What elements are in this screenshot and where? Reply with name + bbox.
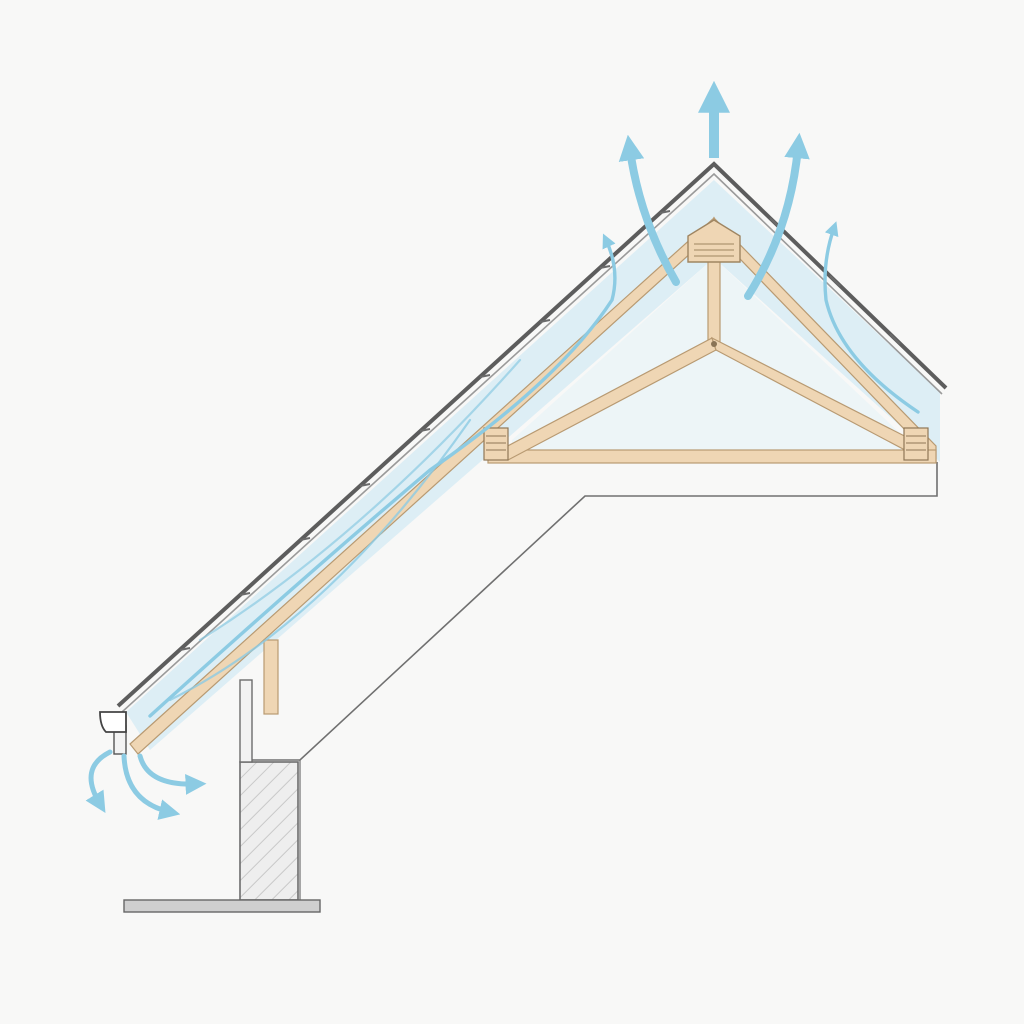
roof-shingles xyxy=(116,161,948,713)
airflow-arrows xyxy=(85,80,920,820)
gable-vents xyxy=(483,427,929,461)
bearing-wall xyxy=(239,679,299,901)
gutter xyxy=(99,711,127,755)
foundation-slab xyxy=(123,899,321,913)
louver-vent-left xyxy=(483,427,509,461)
louver-vent-right xyxy=(903,427,929,461)
ridge-vent xyxy=(687,219,741,263)
truss xyxy=(487,231,937,464)
